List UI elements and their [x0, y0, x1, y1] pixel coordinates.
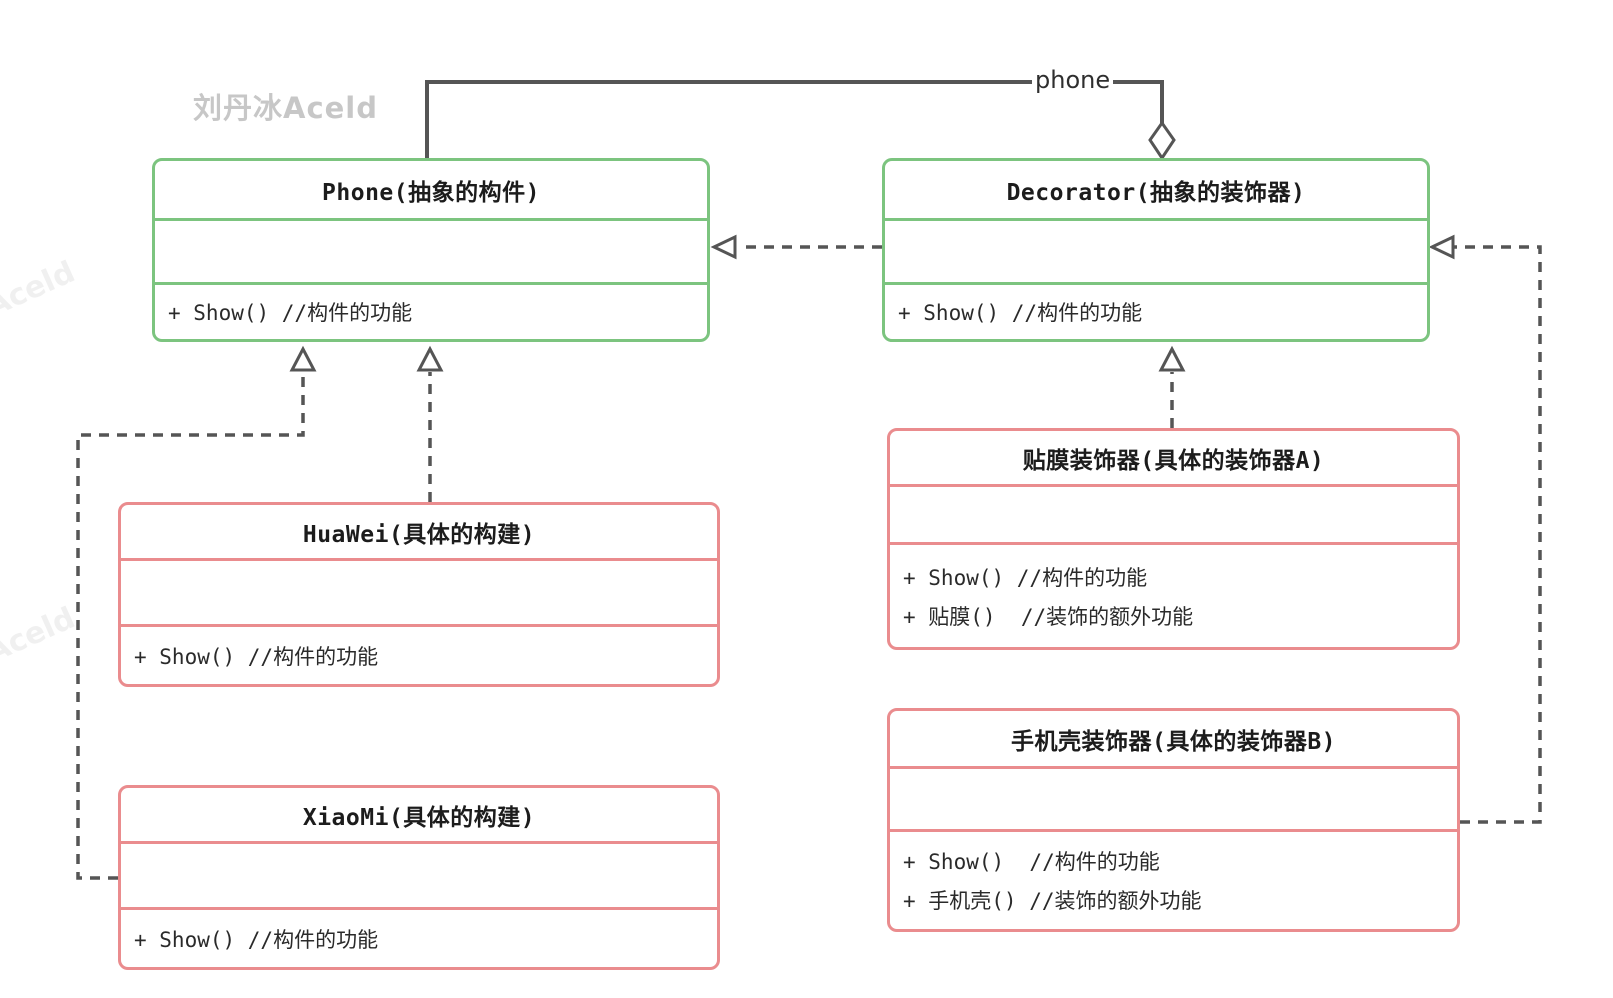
hollow-triangle-icon-decorator-bottom [1158, 345, 1186, 372]
class-box-xiaomi: XiaoMi(具体的构建) + Show() //构件的功能 [118, 785, 720, 970]
class-title: 贴膜装饰器(具体的装饰器A) [890, 431, 1457, 487]
class-title: Decorator(抽象的装饰器) [885, 161, 1427, 221]
aggregation-edge-label: phone [1032, 67, 1114, 93]
class-methods: + Show() //构件的功能 [155, 285, 707, 339]
hollow-triangle-icon-phone-right [710, 234, 737, 260]
class-attributes [890, 487, 1457, 545]
class-attributes [890, 769, 1457, 832]
class-title: XiaoMi(具体的构建) [121, 788, 717, 844]
method-line: + 贴膜() //装饰的额外功能 [903, 604, 1194, 629]
class-box-film-decorator: 贴膜装饰器(具体的装饰器A) + Show() //构件的功能 + 贴膜() /… [887, 428, 1460, 650]
class-title: Phone(抽象的构件) [155, 161, 707, 221]
class-title: HuaWei(具体的构建) [121, 505, 717, 561]
class-box-huawei: HuaWei(具体的构建) + Show() //构件的功能 [118, 502, 720, 687]
class-methods: + Show() //构件的功能 [885, 285, 1427, 339]
hollow-triangle-icon-phone-bottom-right [416, 345, 444, 372]
aggregation-diamond-icon [1148, 120, 1176, 161]
method-line: + Show() //构件的功能 [134, 927, 379, 952]
hollow-triangle-icon-phone-bottom-left [289, 345, 317, 372]
method-line: + 手机壳() //装饰的额外功能 [903, 889, 1202, 913]
class-attributes [121, 844, 717, 910]
method-line: + Show() //构件的功能 [168, 301, 413, 325]
class-methods: + Show() //构件的功能 [121, 627, 717, 684]
class-attributes [155, 221, 707, 285]
dashed-arrow-case-to-decorator [1452, 245, 1542, 824]
class-title: 手机壳装饰器(具体的装饰器B) [890, 711, 1457, 769]
method-line: + Show() //构件的功能 [898, 301, 1143, 325]
class-attributes [121, 561, 717, 627]
watermark-author: 刘丹冰Aceld [193, 91, 379, 125]
class-methods: + Show() //构件的功能 + 贴膜() //装饰的额外功能 [890, 545, 1457, 647]
class-box-phone: Phone(抽象的构件) + Show() //构件的功能 [152, 158, 710, 342]
class-box-decorator: Decorator(抽象的装饰器) + Show() //构件的功能 [882, 158, 1430, 342]
class-attributes [885, 221, 1427, 285]
class-methods: + Show() //构件的功能 [121, 910, 717, 967]
method-line: + Show() //构件的功能 [903, 850, 1160, 874]
hollow-triangle-icon-decorator-right [1428, 234, 1455, 260]
method-line: + Show() //构件的功能 [134, 644, 379, 669]
class-box-case-decorator: 手机壳装饰器(具体的装饰器B) + Show() //构件的功能 + 手机壳()… [887, 708, 1460, 932]
watermark-side-top: Aceld [0, 254, 81, 325]
method-line: + Show() //构件的功能 [903, 565, 1148, 590]
class-methods: + Show() //构件的功能 + 手机壳() //装饰的额外功能 [890, 832, 1457, 929]
watermark-side-bottom: Aceld [0, 600, 81, 671]
